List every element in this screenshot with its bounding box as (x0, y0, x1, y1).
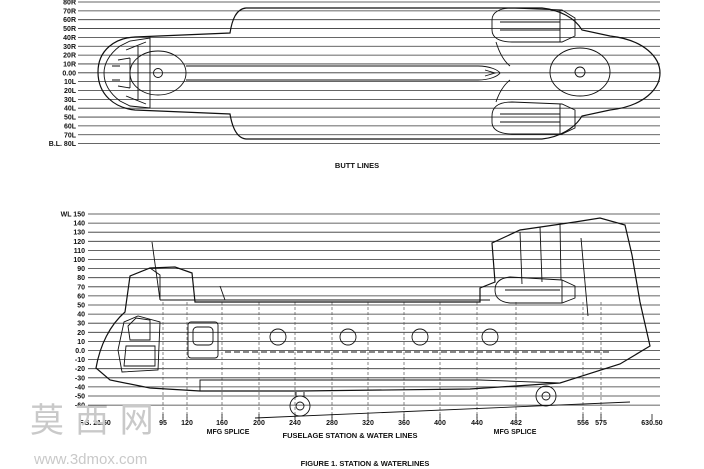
mfg-splice-left-label: MFG SPLICE (207, 429, 250, 436)
side-window (481, 328, 499, 346)
figure-caption: FIGURE 1. STATION & WATERLINES (301, 459, 430, 468)
water-line-label: -40 (75, 384, 85, 391)
water-line-label: -50 (75, 394, 85, 401)
water-line-label: 130 (73, 230, 85, 237)
water-line-label: 110 (74, 248, 85, 255)
water-line-label: -30 (75, 375, 85, 382)
water-line-label: 100 (73, 257, 85, 264)
top-cockpit-frame (103, 37, 151, 109)
waterline-labels: WL 150 140 130 120 110 100 90 80 70 60 50 40 30 20 10 0… (61, 212, 85, 410)
butt-line-label: 20L (64, 88, 77, 95)
water-line-label: 80 (77, 275, 85, 282)
side-engine-nacelle (494, 276, 576, 304)
water-line-label: WL 150 (61, 212, 85, 219)
station-label: 200 (253, 420, 265, 427)
water-line-label: 90 (77, 266, 85, 273)
fuselage-station-subtitle: FUSELAGE STATION & WATER LINES (283, 431, 418, 440)
top-engine-nacelle-right (491, 101, 576, 135)
top-aft-rotor-hub (549, 47, 611, 97)
top-engine-nacelle-left (491, 7, 576, 43)
butt-line-label: 0.00 (62, 70, 76, 77)
station-grid (94, 302, 653, 420)
station-label: 320 (362, 420, 374, 427)
side-window (339, 328, 357, 346)
station-label: 482 (510, 420, 522, 427)
water-line-label: -60 (75, 403, 85, 410)
station-label: 160 (216, 420, 228, 427)
butt-line-label: 40L (64, 106, 77, 113)
butt-line-label: 10L (64, 79, 77, 86)
butt-line-label: 70R (63, 8, 76, 15)
water-line-label: 10 (77, 339, 85, 346)
mfg-splice-right-label: MFG SPLICE (494, 429, 537, 436)
water-line-label: 120 (73, 239, 85, 246)
butt-lines-title: BUTT LINES (335, 161, 379, 170)
side-window (411, 328, 429, 346)
butt-line-label: 20R (63, 53, 76, 60)
butt-line-label: 60R (63, 17, 76, 24)
butt-line-label: 10R (63, 61, 76, 68)
side-window (269, 328, 287, 346)
butt-line-label: 80R (63, 0, 76, 7)
water-line-label: 20 (77, 330, 85, 337)
station-label: 400 (434, 420, 446, 427)
butt-line-label: 70L (64, 132, 77, 139)
station-label: 240 (289, 420, 301, 427)
butt-line-label: B.L. 80L (49, 141, 77, 148)
butt-line-label: 30L (64, 97, 77, 104)
water-line-label: 40 (77, 312, 85, 319)
station-label: F.S. 21.50 (79, 420, 111, 427)
top-fuselage-outline (97, 7, 661, 140)
station-label: 95 (159, 420, 167, 427)
butt-line-label: 40R (63, 35, 76, 42)
butt-line-label: 30R (63, 44, 76, 51)
water-line-label: 140 (73, 221, 85, 228)
watermark-chars: 莫 西 网 (30, 401, 154, 441)
station-label: 556 (577, 420, 589, 427)
butt-line-label: 50R (63, 26, 76, 33)
station-label: 120 (181, 420, 193, 427)
watermark-url: www.3dmox.com (33, 451, 147, 468)
water-line-label: 50 (77, 303, 85, 310)
station-label: 360 (398, 420, 410, 427)
water-line-label: -10 (75, 357, 85, 364)
station-labels: F.S. 21.50 95 120 160 200 240 280 320 360 400 440 4… (79, 420, 663, 427)
water-line-label: 70 (77, 284, 85, 291)
top-forward-rotor-hub (129, 50, 187, 96)
water-line-label: 60 (77, 293, 85, 300)
water-line-label: -20 (75, 366, 85, 373)
side-cockpit-windows (117, 315, 161, 373)
station-label: 440 (471, 420, 483, 427)
side-forward-door (187, 321, 219, 359)
station-label: 575 (595, 420, 607, 427)
butt-line-grid (78, 1, 660, 145)
side-view: WL 150 140 130 120 110 100 90 80 70 60 50 40 30 20 10 0… (61, 212, 663, 428)
water-line-label: 0.0 (75, 348, 85, 355)
butt-line-label: 60L (64, 123, 77, 130)
water-line-label: 30 (77, 321, 85, 328)
side-fuselage-outline (95, 217, 651, 392)
butt-line-label: 50L (64, 115, 77, 122)
waterline-grid (88, 213, 660, 406)
station-label: 630.50 (641, 420, 663, 427)
station-label: 280 (326, 420, 338, 427)
